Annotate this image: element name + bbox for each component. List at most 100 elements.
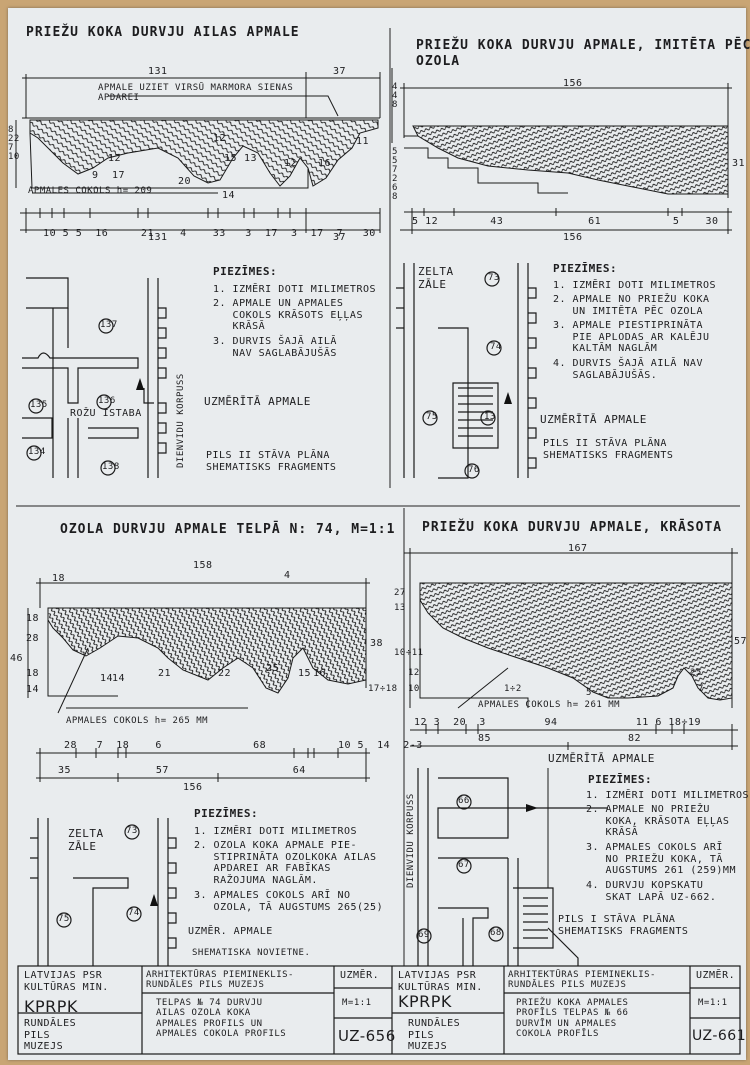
profile-1-plinth: APMALES COKOLS h= 209 (28, 186, 153, 196)
plan-4-note: 2. APMALE NO PRIEŽU KOKA, KRĀSOTA EĻĻAS … (586, 804, 730, 838)
stamp-right-museum: RUNDĀLES PILS MUZEJS (408, 1018, 461, 1052)
profile-3-inner-dim: 21 (158, 668, 172, 679)
profile-3-right-dim: 17÷18 (368, 684, 398, 694)
plan-1-room-number: 136 (98, 396, 116, 406)
profile-1-total: 37 (333, 232, 347, 243)
plan-1-room-number: 138 (102, 462, 120, 472)
stamp-left-project: ARHITEKTŪRAS PIEMINEKLIS- RUNDĀLES PILS … (146, 970, 294, 991)
drawing-sheet: PRIEŽU KOKA DURVJU AILAS APMALE APMALE U… (8, 8, 750, 1060)
plan-2-room-number: 73 (488, 273, 500, 283)
profile-3-title: OZOLA DURVJU APMALE TELPĀ N: 74, M=1:1 (60, 522, 396, 537)
plan-4-corps: DIENVIDU KORPUSS (406, 793, 416, 888)
profile-4-inner-dim: 1÷2 (504, 684, 522, 694)
plan-4-note: 4. DURVJU KOPSKATU SKAT LAPĀ UZ-662. (586, 880, 717, 903)
stamp-right-org: LATVIJAS PSR KULTŪRAS MIN. (398, 970, 483, 993)
plan-2-hall: ZELTA ZĀLE (418, 265, 454, 291)
stamp-right-description: PRIEŽU KOKA APMALES PROFĪLS TELPAS № 66 … (516, 998, 629, 1040)
plan-1-measured: UZMĒRĪTĀ APMALE (204, 395, 311, 408)
plan-3-plan-label: SHEMATISKA NOVIETNE. (192, 948, 311, 958)
plan-2-measured: UZMĒRĪTĀ APMALE (540, 413, 647, 426)
profile-4-left-dim: 12 (408, 668, 420, 678)
plan-2-room-number: 76 (468, 465, 480, 475)
plan-1-notes-title: PIEZĪMES: (213, 265, 278, 278)
plan-2-note: 1. IZMĒRI DOTI MILIMETROS (553, 280, 717, 291)
plan-2-room-number: 74 (490, 342, 502, 352)
plan-4-room-number: 67 (458, 860, 470, 870)
profile-1-inner-dim: 14 (222, 190, 236, 201)
plan-2-note: 3. APMALE PIESTIPRINĀTA PIE APLODAS AR K… (553, 320, 710, 354)
profile-2-top-dim: 156 (563, 78, 583, 89)
plan-1-room-name: ROŽU ISTABA (70, 408, 142, 419)
plan-3-hall: ZELTA ZĀLE (68, 827, 104, 853)
profile-1-inner-dim: 15 (224, 153, 238, 164)
profile-4-right-dim: 57 (734, 636, 748, 647)
profile-1-top-dim: 37 (333, 66, 347, 77)
profile-3-inner-dim: 25 (266, 663, 280, 674)
plan-2-plan-label: PILS II STĀVA PLĀNA SHEMATISKS FRAGMENTS (543, 438, 674, 461)
plan-4-measured: UZMĒRĪTĀ APMALE (548, 752, 655, 765)
plan-1-note: 3. DURVIS ŠAJĀ AILĀ NAV SAGLABĀJUŠĀS (213, 336, 337, 359)
stamp-left-museum: RUNDĀLES PILS MUZEJS (24, 1018, 77, 1052)
drawing-linework (15, 28, 741, 1055)
profile-1-inner-dim: 17 (112, 170, 126, 181)
profile-1-inner-dim: 13 (244, 153, 258, 164)
profile-3-right-dim: 38 (370, 638, 384, 649)
profile-3-inner-dim: 14 (100, 673, 114, 684)
plan-3-measured: UZMĒR. APMALE (188, 926, 273, 937)
plan-2-note: 2. APMALE NO PRIEŽU KOKA UN IMITĒTA PĒC … (553, 294, 710, 317)
profile-2-total: 156 (563, 232, 583, 243)
profile-3-total: 156 (183, 782, 203, 793)
plan-1-note: 2. APMALE UN APMALES COKOLS KRĀSOTS EĻĻA… (213, 298, 363, 332)
profile-1-inner-dim: 12 (284, 158, 298, 169)
profile-2-side-dims: 4 4 8 (392, 82, 398, 110)
profile-1-bottom-dims: 10 5 5 16 21 4 33 3 17 3 17 7 30 (43, 227, 376, 239)
profile-3-bottom-dims2: 35 57 64 (58, 765, 306, 776)
profile-1-inner-dim: 12 (213, 133, 227, 144)
profile-3-left-dim: 18 (26, 668, 40, 679)
plan-3-room-number: 73 (126, 826, 138, 836)
stamp-right-code: KPRPK (398, 992, 452, 1011)
profile-4-left-dim: 27 (394, 588, 406, 598)
stamp-left-code: KPRPK (24, 997, 78, 1016)
plan-3-room-number: 75 (58, 914, 70, 924)
plan-4-plan-label: PILS I STĀVA PLĀNA SHEMATISKS FRAGMENTS (558, 914, 689, 937)
profile-1-top-dim: 131 (148, 66, 168, 77)
profile-3-bottom-dims: 28 7 18 6 68 10 5 14 2-3 (64, 740, 423, 751)
profile-4-bottom-dims2: 85 82 (478, 733, 642, 744)
stamp-left-org: LATVIJAS PSR KULTŪRAS MIN. (24, 970, 109, 993)
profile-1-inner-dim: 9 (92, 170, 99, 181)
profile-3-plinth: APMALES COKOLS h= 265 MM (66, 716, 209, 726)
plan-4-notes-title: PIEZĪMES: (588, 773, 653, 786)
profile-4-left-dim: 10 (408, 684, 420, 694)
profile-1-inner-dim: 20 (178, 176, 192, 187)
profile-4-inner-dim: 5 (586, 688, 592, 698)
plan-3-note: 2. OZOLA KOKA APMALE PIE- STIPRINĀTA OZO… (194, 840, 377, 886)
plan-1-note: 1. IZMĒRI DOTI MILIMETROS (213, 284, 377, 295)
stamp-left-sheet-number: UZ-656 (338, 1027, 396, 1045)
profile-3-left-dim: 46 (10, 653, 24, 664)
profile-3-top-dim: 158 (193, 560, 213, 571)
profile-1-inner-dim: 16 (318, 158, 332, 169)
profile-4-inner-dim: 25 (690, 668, 702, 678)
plan-1-plan-label: PILS II STĀVA PLĀNA SHEMATISKS FRAGMENTS (206, 450, 337, 473)
stamp-right-project: ARHITEKTŪRAS PIEMINEKLIS- RUNDĀLES PILS … (508, 970, 656, 991)
profile-4-left-dim: 10÷11 (394, 648, 424, 658)
plan-4-room-number: 66 (458, 796, 470, 806)
profile-3-inner-dim: 22 (218, 668, 232, 679)
plan-2-room-number: 13 (484, 412, 496, 422)
profile-2-left-dims: 5 5 7 2 6 8 (392, 147, 398, 202)
profile-1-inner-dim: 11 (356, 136, 370, 147)
profile-4-bottom-dims: 12 3 20 3 94 11 6 18÷19 (414, 717, 702, 728)
profile-3-inner-dim: 16 (313, 668, 327, 679)
profile-3-top-small: 4 (284, 570, 291, 581)
profile-3-inner-dim: 14 (112, 673, 126, 684)
profile-1-left-dims-text: 8 22 7 10 (8, 125, 20, 162)
plan-3-notes-title: PIEZĪMES: (194, 807, 259, 820)
profile-3-top-small: 18 (52, 573, 66, 584)
profile-1-inner-dim: 12 (108, 153, 122, 164)
plan-4-note: 3. APMALES COKOLS ARĪ NO PRIEŽU KOKA, TĀ… (586, 842, 736, 876)
plan-3-room-number: 74 (128, 908, 140, 918)
profile-4-inner-dim: 7 (698, 684, 704, 694)
profile-1-total: 131 (148, 232, 168, 243)
profile-1-marble-note: APMALE UZIET VIRSŪ MARMORA SIENAS APDARE… (98, 83, 294, 104)
